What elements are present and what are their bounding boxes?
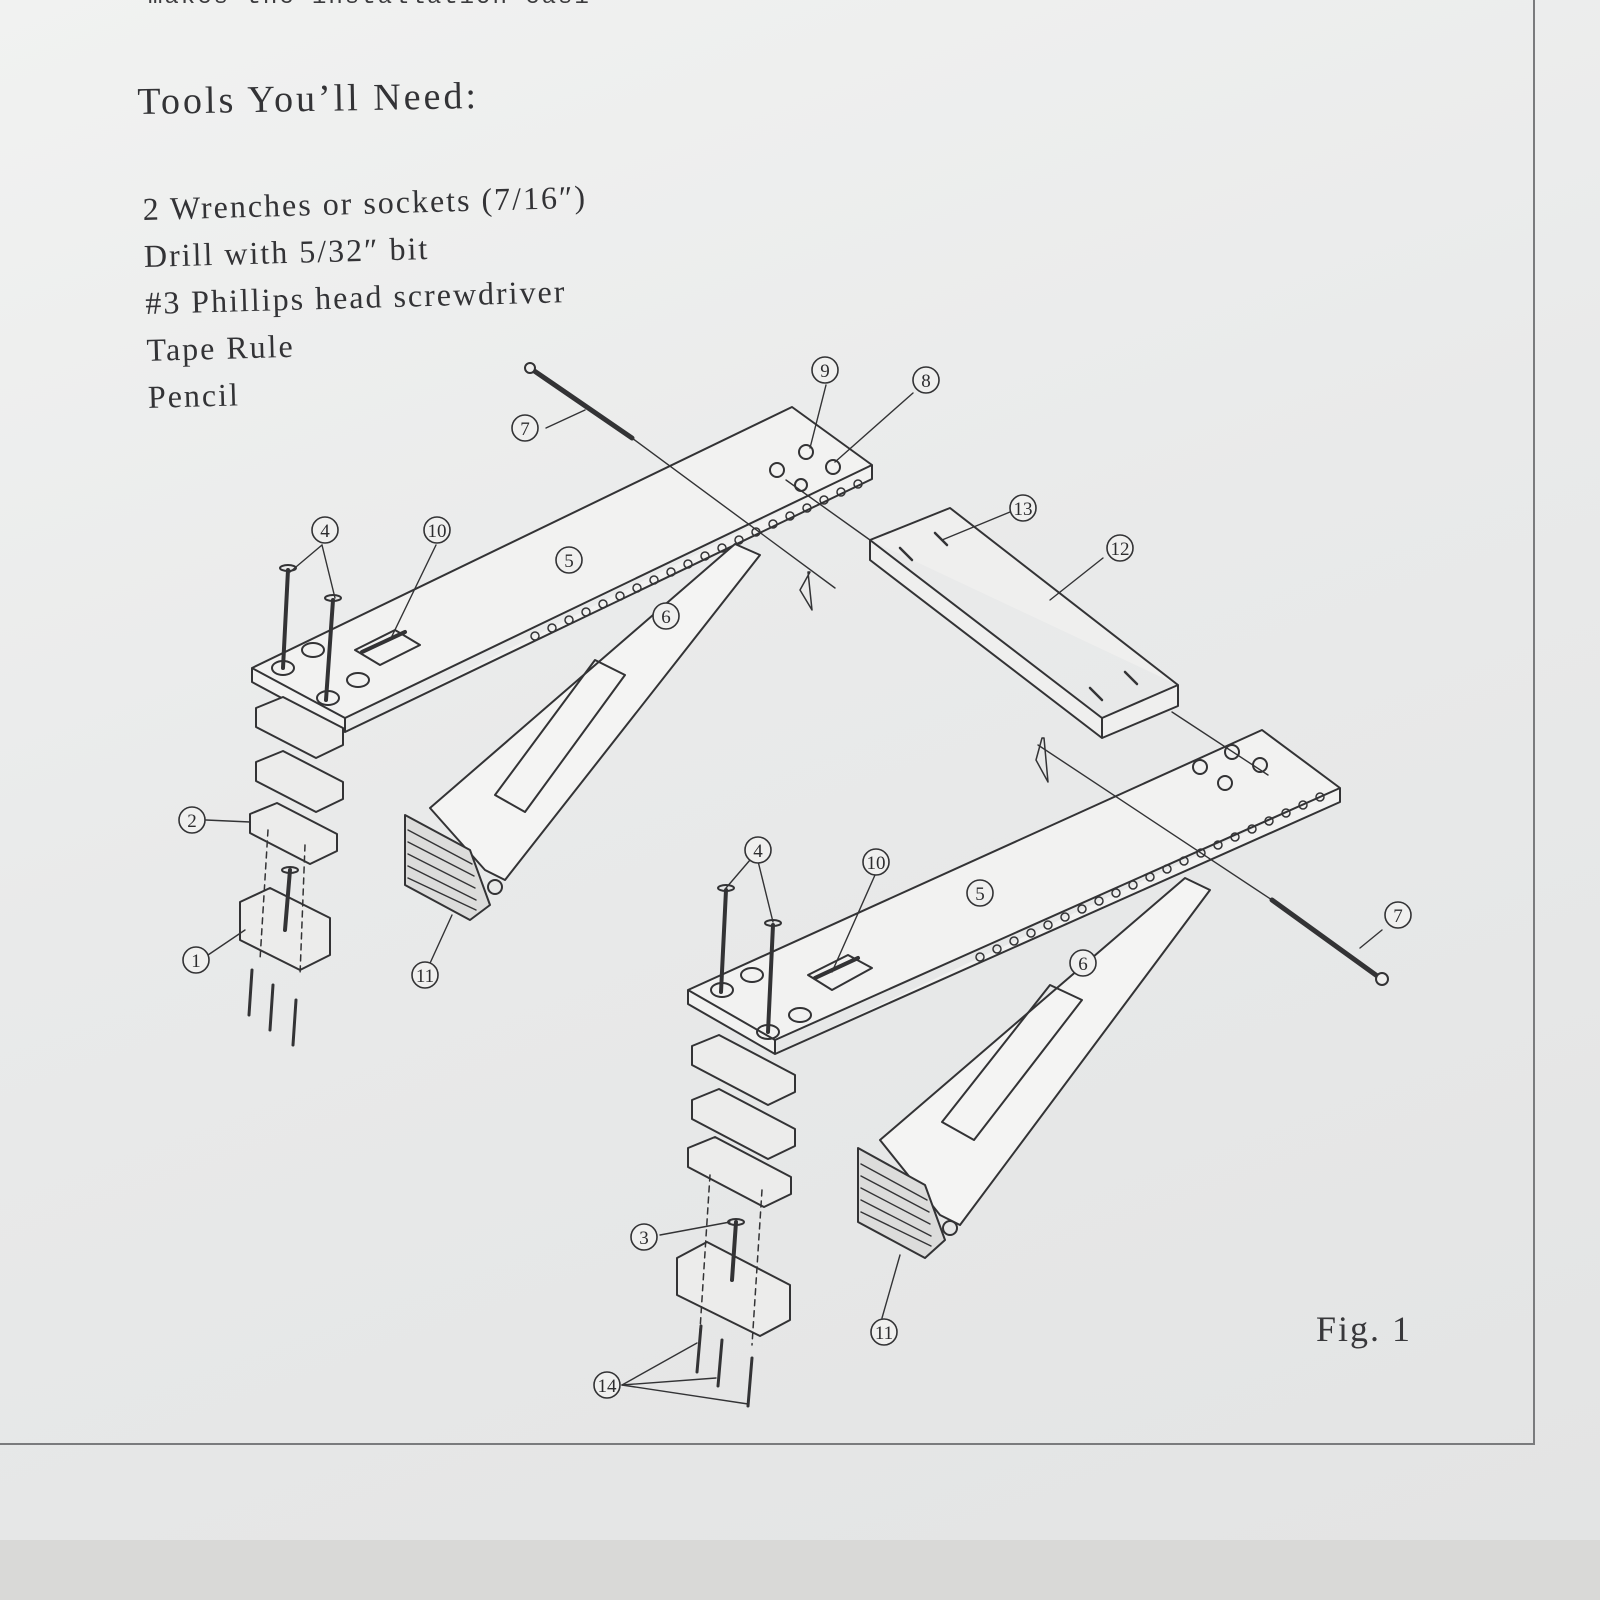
callout-3: 3 bbox=[630, 1223, 658, 1251]
svg-text:5: 5 bbox=[564, 551, 574, 572]
pins-and-hardware bbox=[524, 362, 1389, 986]
callout-4-left: 4 bbox=[311, 516, 339, 544]
callout-10-right: 10 bbox=[862, 848, 890, 876]
callout-7-right: 7 bbox=[1384, 901, 1412, 929]
right-spacer-blocks bbox=[687, 1034, 796, 1208]
svg-text:2: 2 bbox=[187, 811, 197, 832]
right-rail-holes bbox=[975, 792, 1325, 962]
callout-9: 9 bbox=[811, 356, 839, 384]
right-top-rail bbox=[687, 729, 1341, 1055]
callout-6-left: 6 bbox=[652, 602, 680, 630]
svg-text:7: 7 bbox=[520, 419, 530, 440]
left-wall-anchors bbox=[247, 968, 298, 1047]
callout-10-left: 10 bbox=[423, 516, 451, 544]
cross-bar bbox=[869, 507, 1179, 739]
callout-5-left: 5 bbox=[555, 546, 583, 574]
svg-text:8: 8 bbox=[921, 371, 931, 392]
svg-text:14: 14 bbox=[598, 1376, 618, 1397]
callout-11-right: 11 bbox=[870, 1318, 898, 1346]
callout-2: 2 bbox=[178, 806, 206, 834]
figure-label: Fig. 1 bbox=[1316, 1309, 1413, 1349]
callout-11-left: 11 bbox=[411, 961, 439, 989]
callout-6-right: 6 bbox=[1069, 949, 1097, 977]
svg-text:11: 11 bbox=[875, 1323, 893, 1344]
svg-text:1: 1 bbox=[191, 951, 201, 972]
callout-leaders bbox=[205, 384, 1383, 1405]
svg-text:10: 10 bbox=[867, 853, 886, 874]
callout-14: 14 bbox=[593, 1371, 621, 1399]
svg-text:6: 6 bbox=[1078, 954, 1088, 975]
callout-7-left: 7 bbox=[511, 414, 539, 442]
svg-text:7: 7 bbox=[1393, 906, 1403, 927]
svg-text:5: 5 bbox=[975, 884, 985, 905]
left-diagonal-arm bbox=[429, 543, 761, 881]
left-spacer-blocks bbox=[249, 696, 344, 865]
exploded-assembly-diagram: 1 2 3 4 4 5 5 6 6 7 7 8 9 10 10 11 11 12… bbox=[178, 356, 1412, 1408]
left-mount-screws bbox=[279, 564, 342, 702]
right-base-block bbox=[676, 1241, 791, 1337]
instruction-sheet: makes the installation easi Tools You’ll… bbox=[0, 0, 1600, 1540]
page-frame bbox=[0, 0, 1535, 1445]
callout-1: 1 bbox=[182, 946, 210, 974]
svg-text:11: 11 bbox=[416, 966, 434, 987]
svg-text:12: 12 bbox=[1111, 539, 1130, 560]
right-wall-anchors bbox=[695, 1324, 754, 1408]
svg-text:6: 6 bbox=[661, 607, 671, 628]
right-foot-pad bbox=[857, 1147, 946, 1259]
svg-text:13: 13 bbox=[1014, 499, 1033, 520]
svg-text:9: 9 bbox=[820, 361, 830, 382]
svg-text:3: 3 bbox=[639, 1228, 649, 1249]
callout-13: 13 bbox=[1009, 494, 1037, 522]
callout-8: 8 bbox=[912, 366, 940, 394]
svg-text:4: 4 bbox=[320, 521, 330, 542]
callout-12: 12 bbox=[1106, 534, 1134, 562]
right-bracket bbox=[676, 729, 1341, 1408]
callout-4-right: 4 bbox=[744, 836, 772, 864]
left-foot-pad bbox=[404, 814, 491, 921]
callout-5-right: 5 bbox=[966, 879, 994, 907]
cut-off-sentence: makes the installation easi bbox=[148, 0, 591, 11]
svg-text:4: 4 bbox=[753, 841, 763, 862]
callout-labels: 1 2 3 4 4 5 5 6 6 7 7 8 9 10 10 11 11 12… bbox=[178, 356, 1412, 1399]
right-mount-screws bbox=[717, 884, 782, 1034]
svg-text:10: 10 bbox=[428, 521, 447, 542]
